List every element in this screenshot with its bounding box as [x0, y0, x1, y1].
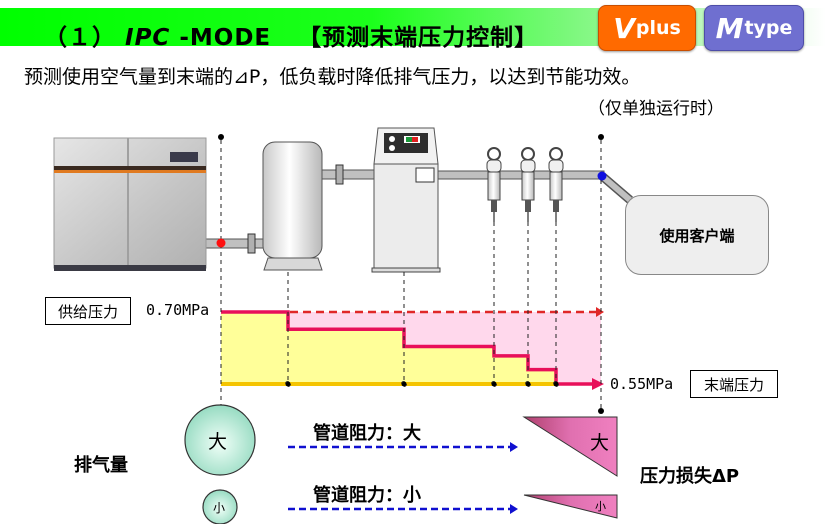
guide-dot	[401, 381, 407, 387]
filter-icon	[486, 147, 502, 222]
filter-icon	[520, 147, 536, 222]
flow-small-ball	[202, 489, 238, 524]
supply-pressure-label: 供给压力	[45, 297, 131, 325]
title-mode: IPC	[125, 25, 171, 51]
flow-large-text: 大	[208, 431, 228, 453]
arrowhead	[510, 504, 518, 514]
page-title: （１） IPC -MODE 【预测末端压力控制】	[44, 18, 538, 52]
end-pressure-label: 末端压力	[690, 370, 778, 398]
guide-lines	[220, 140, 602, 410]
resistance-large-label: 管道阻力：大	[313, 423, 421, 444]
loss-large-triangle	[522, 416, 618, 477]
vplus-text: plus	[635, 17, 681, 39]
mtype-badge[interactable]: M type	[704, 5, 804, 51]
step-arrowhead	[592, 378, 604, 390]
vplus-badge[interactable]: V plus	[598, 5, 696, 51]
supply-pressure-value: 0.70MPa	[146, 301, 210, 319]
dryer-icon	[371, 127, 441, 273]
title-mode-suffix: -MODE	[179, 25, 272, 51]
filters	[486, 147, 564, 222]
guide-dot	[598, 134, 604, 140]
flow-small-text: 小	[213, 501, 226, 515]
guide-dot	[553, 381, 559, 387]
mtype-initial: M	[715, 11, 744, 45]
guide-dot	[218, 134, 224, 140]
flow-label: 排气量	[74, 455, 128, 476]
guide-dot	[285, 381, 291, 387]
guide-dot	[491, 381, 497, 387]
dashed-arrowhead	[596, 307, 604, 317]
compressor-icon	[53, 137, 207, 271]
end-pressure-value: 0.55MPa	[610, 375, 674, 393]
vplus-initial: V	[613, 11, 635, 45]
resistance-small-label: 管道阻力：小	[313, 485, 421, 506]
supply-sensor-point	[216, 238, 226, 248]
description-note: （仅单独运行时）	[588, 99, 724, 119]
arrowhead	[510, 442, 518, 452]
description-line: 预测使用空气量到末端的⊿P，低负载时降低排气压力，以达到节能功效。	[24, 66, 641, 88]
mtype-text: type	[744, 17, 793, 39]
tank-icon	[262, 141, 323, 271]
flow-large-ball	[184, 404, 256, 476]
end-sensor-point	[597, 171, 607, 181]
title-prefix: （１）	[44, 25, 116, 51]
loss-large-text: 大	[590, 432, 610, 454]
guide-dot	[525, 381, 531, 387]
filter-icon	[548, 147, 564, 222]
pressure-loss-label: 压力损失ΔP	[640, 466, 740, 487]
user-end-box: 使用客户端	[625, 195, 769, 275]
title-subject: 【预测末端压力控制】	[298, 25, 539, 51]
loss-small-triangle	[523, 494, 618, 519]
loss-small-text: 小	[595, 500, 606, 513]
pressure-chart	[221, 307, 604, 390]
guide-dot	[598, 408, 604, 414]
